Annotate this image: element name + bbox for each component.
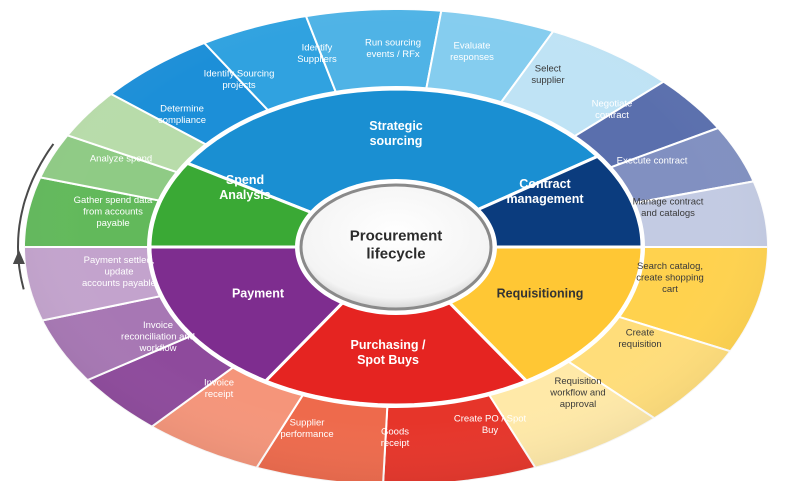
ring-separator [147,86,645,408]
phase-ring [147,86,645,408]
phase-label-payment: Payment [232,286,285,300]
cycle-arrowhead-icon [12,250,25,264]
step-label: Analyze spend [90,153,152,164]
phase-label-requisitioning: Requisitioning [497,286,584,300]
cycle-arrow-line [16,143,55,290]
hub-ellipse [299,183,493,311]
outer-ring [22,7,770,486]
step-label: Execute contract [617,155,688,166]
center-hub [295,179,497,315]
phase-label-purchasing-spot-buys: Purchasing /Spot Buys [350,338,426,367]
cycle-arrow [12,143,55,290]
